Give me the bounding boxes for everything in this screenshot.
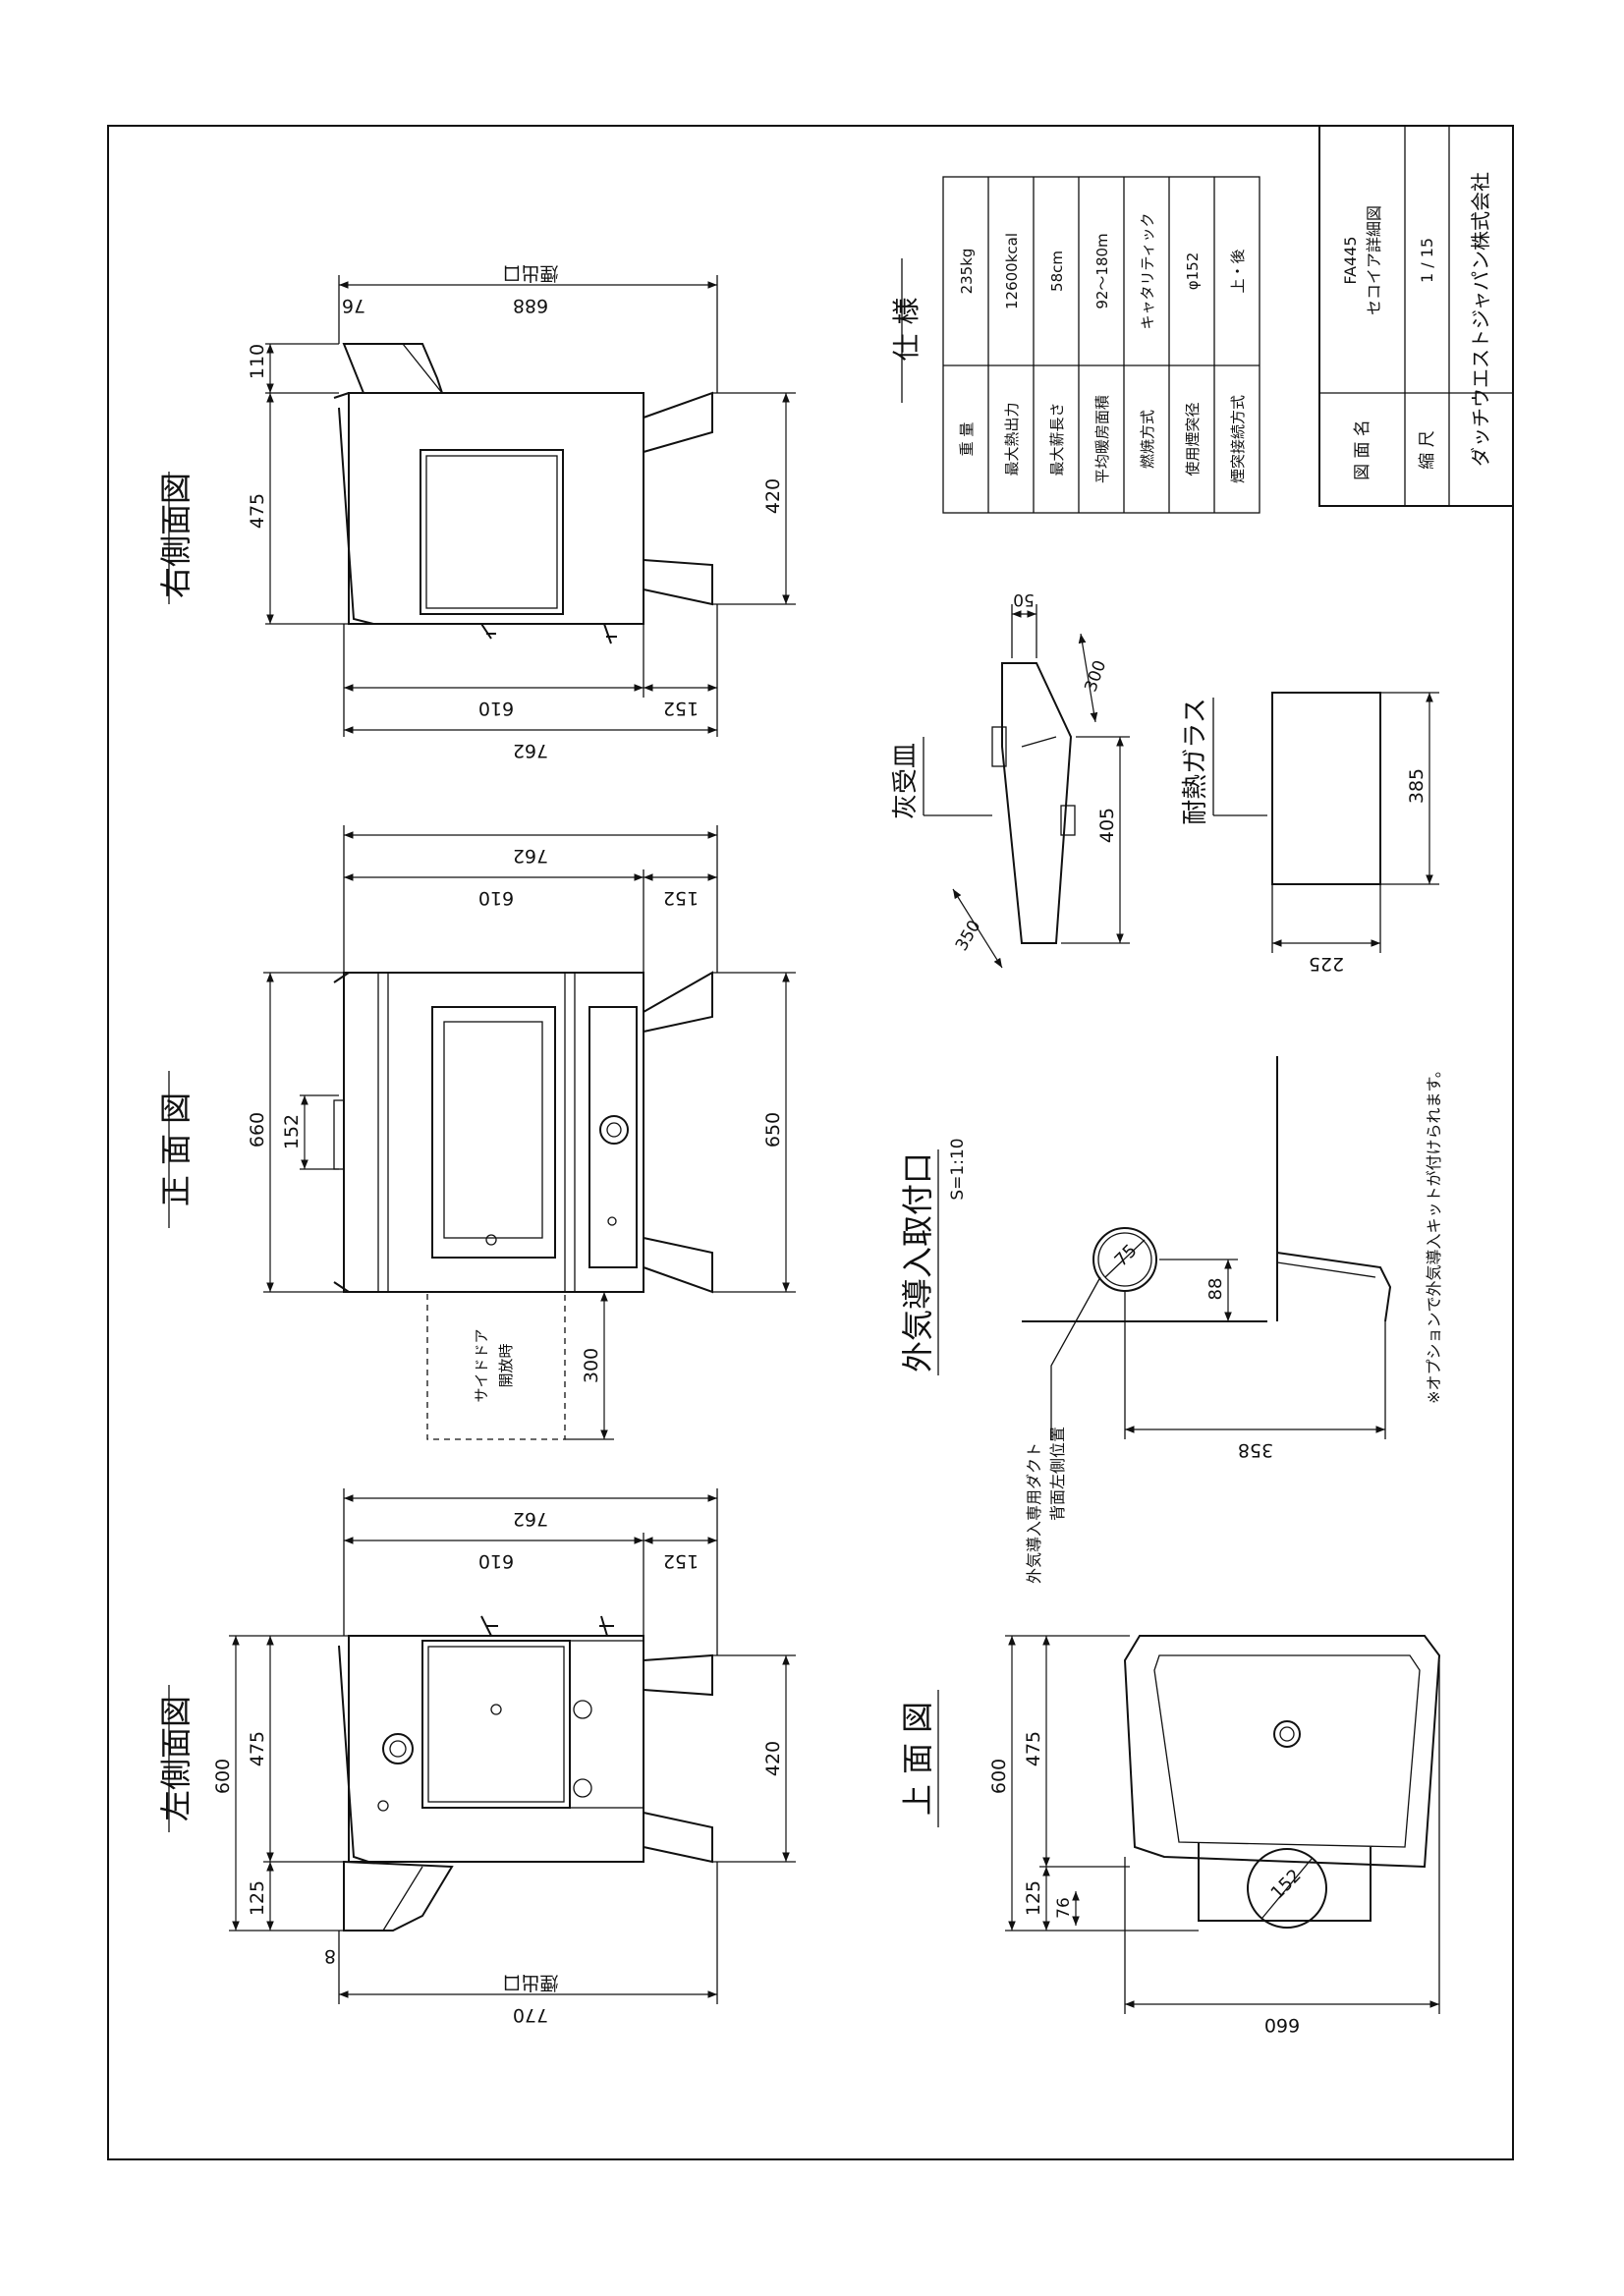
flue-label-left: 煙出口: [502, 1972, 558, 1993]
spec-label-5: 使用煙突径: [1184, 402, 1202, 476]
dim-225: 225: [1309, 953, 1344, 975]
spec-label-3: 平均暖房面積: [1093, 395, 1111, 483]
dim-762-left: 762: [513, 1508, 548, 1530]
dim-76-top: 76: [1054, 1897, 1074, 1919]
drawing-name: FA445: [1341, 236, 1360, 284]
scale-label: 縮 尺: [1418, 430, 1437, 469]
duct-label: 外気導入専用ダクト: [1025, 1442, 1043, 1584]
dim-50: 50: [1013, 589, 1035, 609]
front-title: 正 面 図: [157, 1092, 195, 1206]
dim-650: 650: [762, 1112, 784, 1148]
option-note: ※オプションで外気導入キットが付けられます。: [1425, 1062, 1443, 1404]
dim-600: 600: [212, 1759, 234, 1794]
title-block: 図 面 名 FA445 セコイア詳細図 縮 尺 1 / 15 ダッチウエストジャ…: [1318, 125, 1514, 507]
dim-420-left: 420: [762, 1741, 784, 1776]
sheet-border: [107, 125, 1514, 2160]
dim-660-top: 660: [1264, 2014, 1300, 2036]
spec-label-0: 重 量: [958, 422, 976, 457]
dim-88: 88: [1205, 1278, 1226, 1301]
dim-358: 358: [1238, 1439, 1273, 1461]
dim-385: 385: [1406, 768, 1428, 804]
dim-125-left: 125: [247, 1880, 268, 1916]
air-intake-view: 外気導入取付口 S=1:10 75 88 358 外気導入専用ダクト 背面左側位…: [899, 1056, 1443, 1584]
dim-110: 110: [247, 344, 268, 379]
spec-value-0: 235kg: [958, 249, 976, 295]
spec-value-2: 58cm: [1048, 251, 1066, 292]
side-door-label: サイドドア: [473, 1328, 490, 1402]
top-view: 上 面 図 152 600 475 125 76 660: [899, 1635, 1441, 2036]
glass-title: 耐熱ガラス: [1181, 698, 1210, 824]
dim-610-front: 610: [478, 887, 514, 909]
ash-pan-view: 灰受皿 50 300 405 350: [891, 589, 1130, 969]
right-side-title: 右側面図: [157, 473, 195, 598]
company-name: ダッチウエストジャパン株式会社: [1469, 172, 1492, 467]
duct-position: 背面左側位置: [1048, 1427, 1067, 1521]
dim-660: 660: [247, 1112, 268, 1148]
spec-label-4: 燃焼方式: [1139, 410, 1156, 469]
flue-dim-770: 770: [513, 2004, 548, 2026]
spec-value-3: 92～180m: [1093, 233, 1111, 308]
dim-152-front: 152: [281, 1114, 303, 1149]
spec-label-2: 最大薪長さ: [1048, 402, 1066, 476]
glass-view: 耐熱ガラス 385 225: [1181, 692, 1439, 975]
dim-152-top: 152: [1267, 1866, 1306, 1904]
dim-420: 420: [762, 478, 784, 514]
spec-title: 仕 様: [890, 298, 923, 362]
right-side-view: 右側面図 110 475 420 610 152 762: [157, 262, 796, 761]
dim-475: 475: [247, 493, 268, 529]
flue-label: 煙出口: [502, 262, 558, 284]
dim-762: 762: [513, 740, 548, 761]
spec-value-4: キャタリティック: [1139, 212, 1156, 329]
dim-350: 350: [952, 917, 985, 954]
dim-152-front-b: 152: [663, 887, 699, 909]
front-view: 正 面 図 サイドドア 開放時 660 152 650: [157, 825, 796, 1440]
dim-152-left: 152: [663, 1550, 699, 1572]
dim-152: 152: [663, 698, 699, 719]
flue-dim-76: 76: [342, 295, 365, 316]
spec-table: 仕 様 重 量 235kg 最大熱出力 12600kcal 最大薪長さ 58cm 平均暖房面…: [890, 176, 1260, 514]
side-door-label-2: 開放時: [497, 1343, 515, 1387]
drawing-name-sub: セコイア詳細図: [1365, 205, 1383, 315]
dim-475-left: 475: [247, 1731, 268, 1766]
air-intake-title: 外気導入取付口: [899, 1152, 936, 1372]
dim-600-top: 600: [988, 1759, 1010, 1794]
top-view-title: 上 面 図: [899, 1702, 936, 1816]
spec-value-5: φ152: [1184, 252, 1202, 291]
dim-125-top: 125: [1023, 1880, 1044, 1916]
left-side-title: 左側面図: [157, 1696, 195, 1821]
scale-value: 1 / 15: [1418, 238, 1436, 283]
dim-610-left: 610: [478, 1550, 514, 1572]
dim-475-top: 475: [1023, 1731, 1044, 1766]
air-intake-scale: S=1:10: [948, 1138, 968, 1200]
ash-pan-title: 灰受皿: [891, 743, 921, 819]
spec-value-6: 上・後: [1229, 249, 1247, 293]
flue-dim-8: 8: [324, 1945, 336, 1967]
dim-610: 610: [478, 698, 514, 719]
dim-300: 300: [581, 1348, 602, 1383]
dim-75: 75: [1111, 1241, 1142, 1271]
dim-405: 405: [1096, 808, 1118, 843]
flue-dim-688: 688: [513, 295, 548, 316]
left-side-view: 左側面図 600 475 125 420 762: [157, 1488, 796, 2026]
spec-label-6: 煙突接続方式: [1229, 395, 1247, 483]
spec-label-1: 最大熱出力: [1003, 402, 1021, 476]
dim-762-front: 762: [513, 845, 548, 867]
spec-value-1: 12600kcal: [1003, 233, 1021, 309]
drawing-name-label: 図 面 名: [1353, 420, 1372, 480]
